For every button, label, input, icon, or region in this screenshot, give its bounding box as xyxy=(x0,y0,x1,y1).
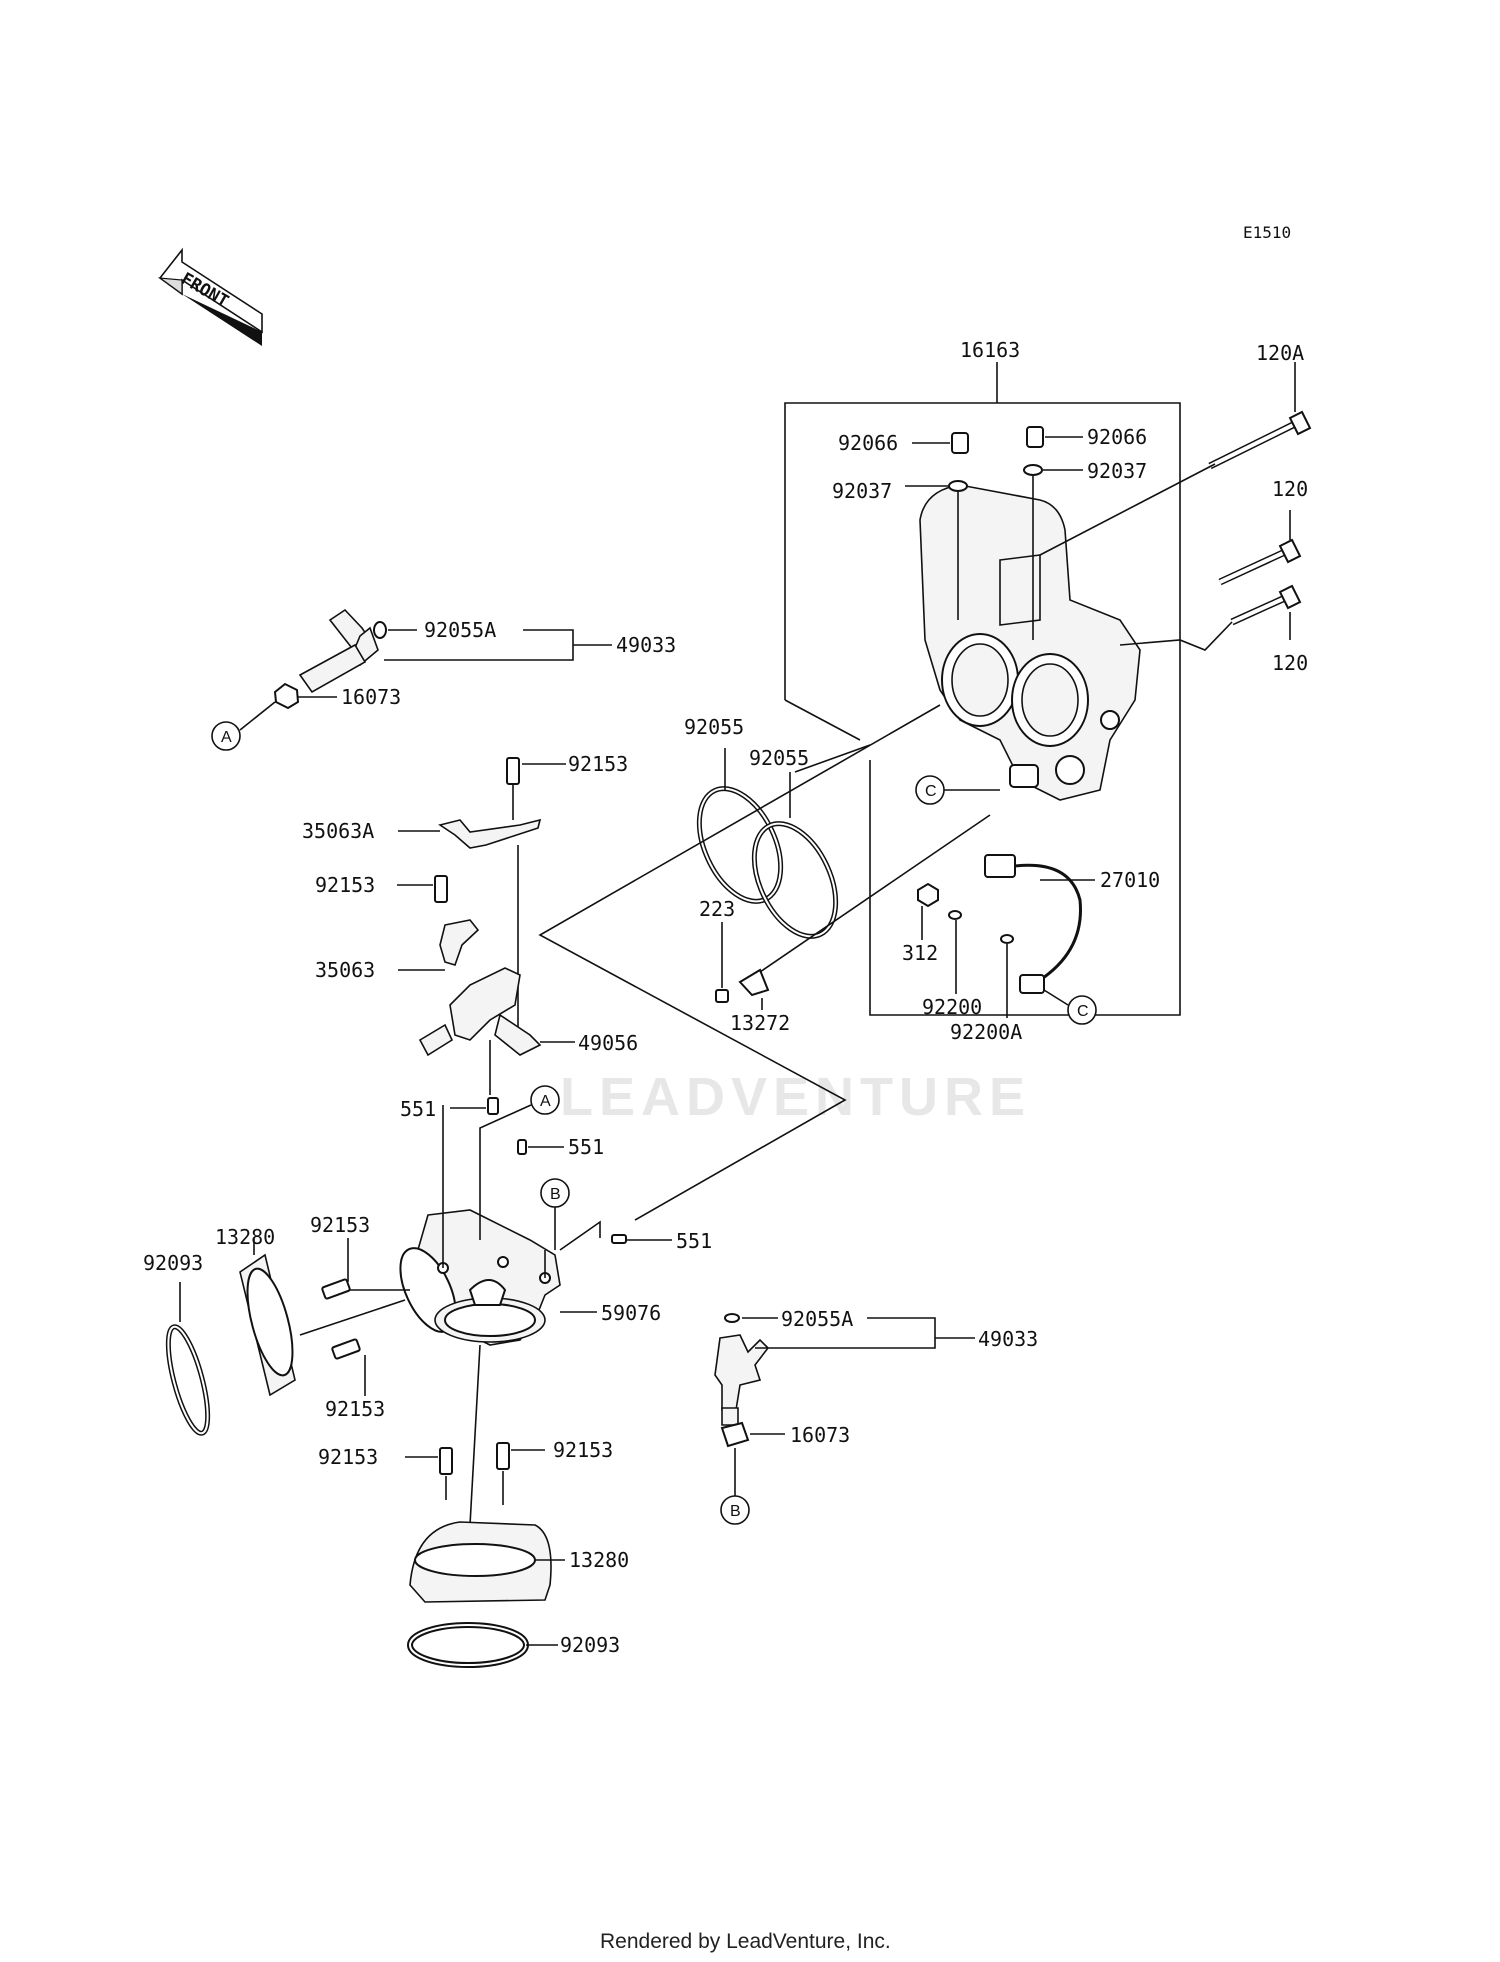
insulator-13280-bottom xyxy=(409,1521,552,1603)
bolt-92153-top xyxy=(506,757,520,785)
washer-92200A xyxy=(1000,934,1014,944)
label-223: 223 xyxy=(699,897,735,921)
label-16073-bottom: 16073 xyxy=(790,1423,850,1447)
ref-a-left: A xyxy=(221,729,232,746)
injector-49033-bottom xyxy=(714,1313,770,1448)
washer-92200 xyxy=(948,910,962,920)
bracket-35063A xyxy=(438,818,542,849)
ref-b-center: B xyxy=(550,1186,561,1203)
label-13280-a: 13280 xyxy=(215,1225,275,1249)
cap-16073-bottom xyxy=(720,1421,750,1448)
ref-c-top: C xyxy=(925,783,937,800)
bolt-92153-mid xyxy=(434,875,448,903)
label-92200A: 92200A xyxy=(950,1020,1022,1044)
label-120-b: 120 xyxy=(1272,651,1308,675)
o-ring-92055-pair xyxy=(696,786,839,939)
label-120-a: 120 xyxy=(1272,477,1308,501)
label-35063: 35063 xyxy=(315,958,375,982)
label-49033-top: 49033 xyxy=(616,633,676,657)
label-92153-1: 92153 xyxy=(568,752,628,776)
insulator-13280-left xyxy=(239,1253,296,1397)
label-92153-4: 92153 xyxy=(325,1397,385,1421)
label-551-a: 551 xyxy=(400,1097,436,1121)
label-92037-left: 92037 xyxy=(832,479,892,503)
label-92055-b: 92055 xyxy=(749,746,809,770)
diagram-code: E1510 xyxy=(1243,223,1291,242)
pin-92066-left xyxy=(951,432,969,454)
label-92066-right: 92066 xyxy=(1087,425,1147,449)
injector-49033-top xyxy=(273,608,387,710)
label-92055A-top: 92055A xyxy=(424,618,496,642)
label-312: 312 xyxy=(902,941,938,965)
nut-312 xyxy=(917,882,939,908)
pin-92066-right xyxy=(1026,426,1044,448)
screw-223 xyxy=(715,989,729,1003)
ref-a-center: A xyxy=(540,1093,551,1110)
label-49056: 49056 xyxy=(578,1031,638,1055)
clamp-13272 xyxy=(738,968,770,997)
intake-manifold-59076 xyxy=(399,1209,561,1346)
gasket-92093-bottom xyxy=(407,1622,529,1668)
label-551-b: 551 xyxy=(568,1135,604,1159)
label-92037-right: 92037 xyxy=(1087,459,1147,483)
dowel-551-c xyxy=(611,1234,627,1244)
bolt-92153-bottom-b xyxy=(496,1442,510,1470)
sensor-27010 xyxy=(984,854,1082,994)
dowel-551-b xyxy=(517,1139,527,1155)
label-92200: 92200 xyxy=(922,995,982,1019)
fuel-pipe-49056 xyxy=(418,967,542,1057)
label-16163: 16163 xyxy=(960,338,1020,362)
label-13272: 13272 xyxy=(730,1011,790,1035)
dowel-551-a xyxy=(487,1097,499,1115)
footer-credit: Rendered by LeadVenture, Inc. xyxy=(600,1930,891,1953)
label-27010: 27010 xyxy=(1100,868,1160,892)
label-92153-6: 92153 xyxy=(553,1438,613,1462)
bolt-92153-left-a xyxy=(321,1278,351,1300)
label-92153-2: 92153 xyxy=(315,873,375,897)
label-13280-b: 13280 xyxy=(569,1548,629,1572)
front-arrow-icon: FRONT xyxy=(157,247,263,346)
label-92066-left: 92066 xyxy=(838,431,898,455)
bolt-92153-bottom-a xyxy=(439,1447,453,1475)
throttle-body-assembly: C C xyxy=(784,362,1312,1025)
ref-b-bottom: B xyxy=(730,1503,741,1520)
label-16073-top: 16073 xyxy=(341,685,401,709)
label-92055-a: 92055 xyxy=(684,715,744,739)
label-120A: 120A xyxy=(1256,341,1304,365)
label-59076: 59076 xyxy=(601,1301,661,1325)
label-49033-bottom: 49033 xyxy=(978,1327,1038,1351)
label-92093-b: 92093 xyxy=(560,1633,620,1657)
bracket-35063 xyxy=(439,919,480,966)
bolt-120-a xyxy=(1218,538,1302,586)
ref-c-bottom: C xyxy=(1077,1003,1089,1020)
bolt-92153-left-b xyxy=(331,1338,361,1360)
label-92153-3: 92153 xyxy=(310,1213,370,1237)
cap-16073-top xyxy=(273,682,300,710)
label-551-c: 551 xyxy=(676,1229,712,1253)
gasket-92093-left xyxy=(165,1324,211,1436)
bolt-120-b xyxy=(1230,584,1302,626)
label-35063A: 35063A xyxy=(302,819,374,843)
label-92153-5: 92153 xyxy=(318,1445,378,1469)
label-92093-a: 92093 xyxy=(143,1251,203,1275)
bolt-120A xyxy=(1208,410,1312,470)
watermark: LEADVENTURE xyxy=(560,1067,1031,1127)
label-92055A-bottom: 92055A xyxy=(781,1307,853,1331)
